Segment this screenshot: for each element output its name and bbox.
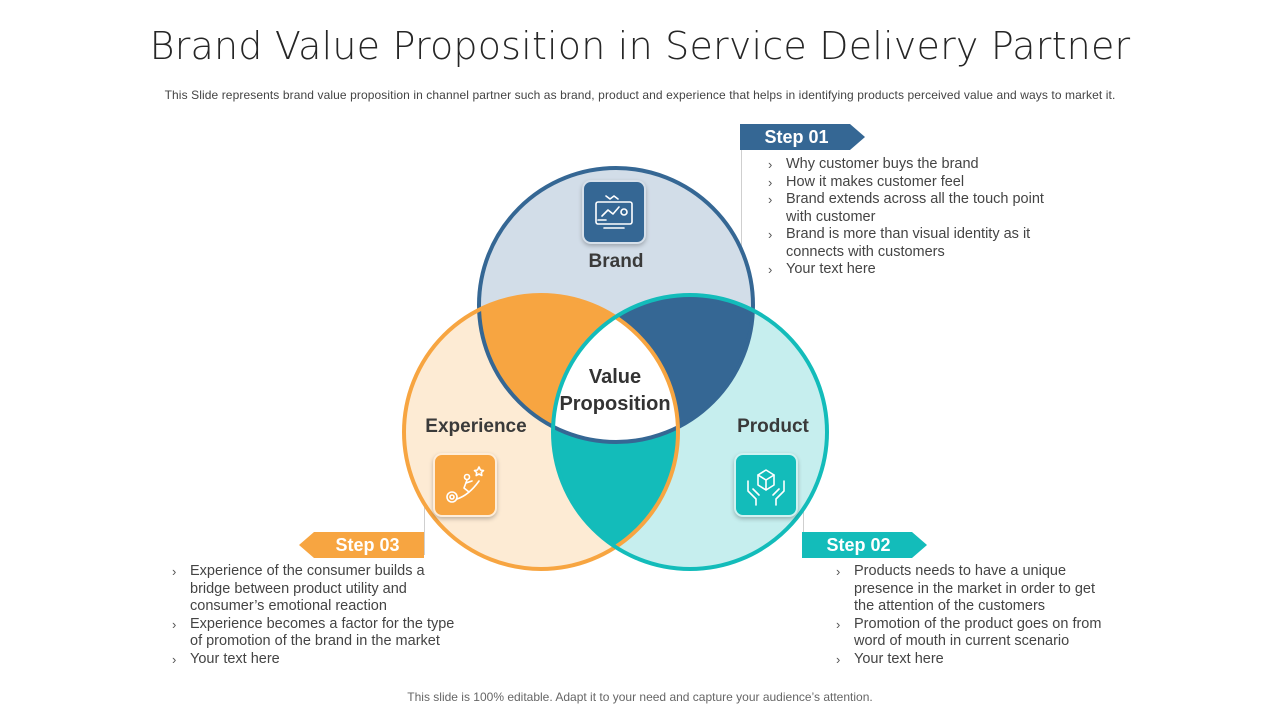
step03-list: Experience of the consumer builds a brid… [170, 563, 465, 668]
slide-subtitle: This Slide represents brand value propos… [164, 88, 1116, 102]
climbing-growth-icon [433, 453, 497, 517]
product-label: Product [737, 416, 809, 437]
brand-circle-outline [477, 166, 755, 444]
step01-list: Why customer buys the brand How it makes… [766, 156, 1066, 279]
center-line-1: Value [588, 366, 642, 388]
list-item: Why customer buys the brand [766, 156, 1066, 174]
list-item: Your text here [834, 651, 1119, 669]
step02-connector [803, 490, 804, 555]
list-item: Products needs to have a unique presence… [834, 563, 1119, 616]
step02-tag: Step 02 [802, 532, 927, 558]
step02-list: Products needs to have a unique presence… [834, 563, 1119, 668]
slide-title: Brand Value Proposition in Service Deliv… [149, 24, 1131, 68]
hands-box-icon [734, 453, 798, 517]
list-item: Brand is more than visual identity as it… [766, 226, 1066, 261]
experience-circle-outline [402, 293, 680, 571]
experience-label: Experience [425, 416, 527, 437]
center-overlap [553, 295, 678, 442]
brand-label: Brand [588, 251, 644, 272]
step03-connector [424, 490, 425, 555]
list-item: Experience becomes a factor for the type… [170, 616, 465, 651]
list-item: Your text here [766, 261, 1066, 279]
list-item: Experience of the consumer builds a brid… [170, 563, 465, 616]
list-item: Brand extends across all the touch point… [766, 191, 1066, 226]
step01-tag: Step 01 [740, 124, 865, 150]
list-item: Your text here [170, 651, 465, 669]
list-item: Promotion of the product goes on from wo… [834, 616, 1119, 651]
step01-connector [741, 150, 742, 285]
value-proposition-label: Value Proposition [545, 364, 685, 418]
center-line-2: Proposition [559, 393, 671, 415]
list-item: How it makes customer feel [766, 174, 1066, 192]
brand-showcase-icon [582, 180, 646, 244]
product-circle-outline [551, 293, 829, 571]
slide-footer: This slide is 100% editable. Adapt it to… [407, 690, 873, 704]
step03-tag: Step 03 [299, 532, 424, 558]
